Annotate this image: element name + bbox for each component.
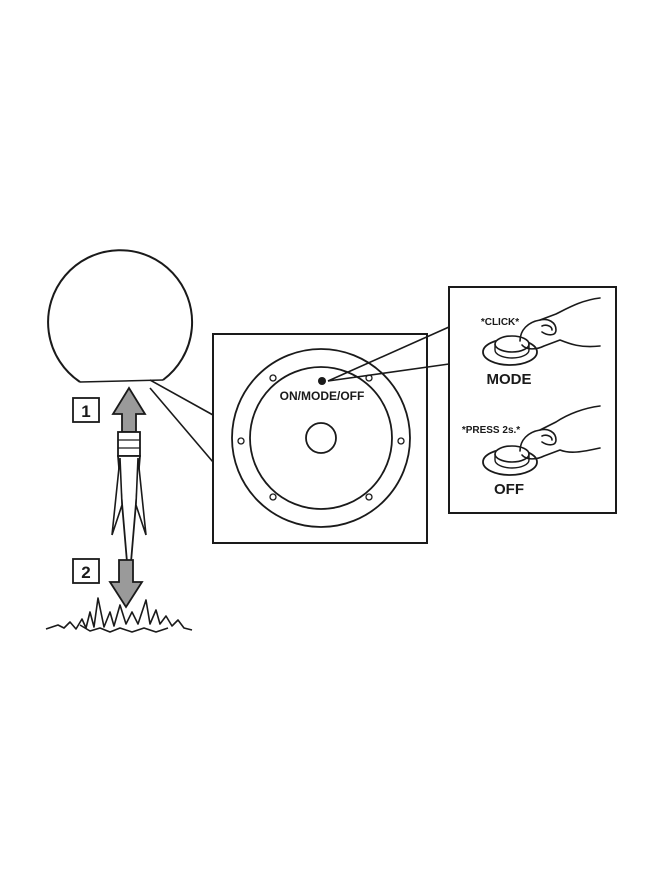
step-1-badge: 1 (72, 397, 100, 423)
off-pointing-hand-icon (519, 405, 601, 460)
grass-icon (45, 597, 193, 633)
switch-plate-icon (212, 333, 428, 544)
off-label: OFF (494, 481, 524, 498)
step-2-number: 2 (81, 563, 90, 582)
switch-button-dot (318, 377, 326, 385)
mode-action-label: *CLICK* (481, 317, 519, 328)
down-arrow-icon (108, 559, 144, 609)
callout-box (448, 286, 617, 514)
step-1-number: 1 (81, 402, 90, 421)
up-arrow-icon (111, 386, 147, 433)
step-2-badge: 2 (72, 558, 100, 584)
globe-lamp-icon (47, 249, 194, 383)
mode-push-button-icon (482, 335, 538, 366)
zoom-connector (149, 379, 214, 463)
off-action-label: *PRESS 2s.* (462, 425, 520, 436)
mode-pointing-hand-icon (519, 297, 601, 350)
ground-spike-icon (111, 431, 147, 563)
mode-label: MODE (487, 371, 532, 388)
switch-label: ON/MODE/OFF (280, 389, 365, 403)
callout-pointer (327, 326, 450, 382)
